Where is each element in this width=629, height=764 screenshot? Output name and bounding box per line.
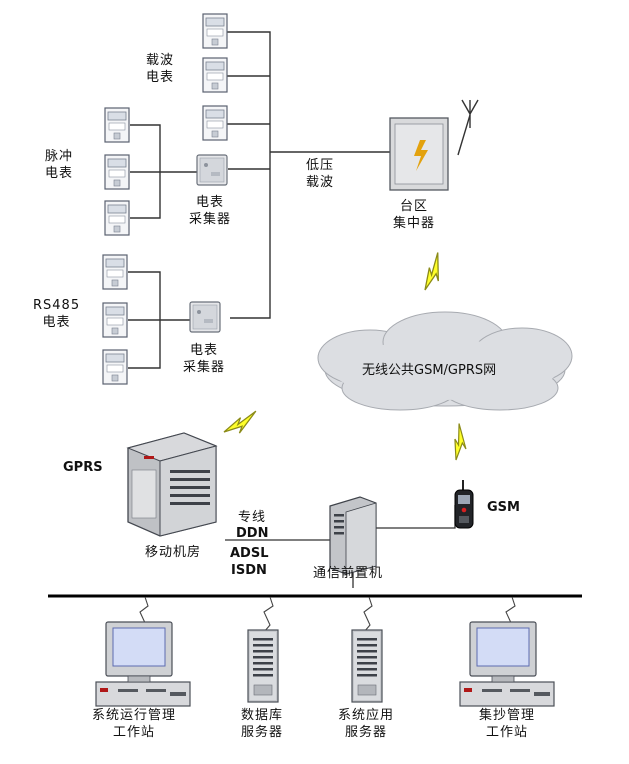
gsm-gprs-cloud-icon [317,311,573,411]
meter-reading-station-label: 集抄管理 工作站 [479,708,536,740]
adsl-label: ADSL [230,546,269,561]
concentrator-cabinet-icon [389,117,449,191]
db-server-icon [247,629,279,703]
antenna-icon [461,99,479,128]
mobile-room-label: 移动机房 [145,545,202,560]
meter-reading-workstation-icon [459,621,555,707]
gsm-gprs-network-label: 无线公共GSM/GPRS网 [362,363,497,378]
comm-front-end-label: 通信前置机 [313,566,384,581]
rs485-meter-1-icon [102,254,128,290]
pulse-meter-label: 脉冲 电表 [45,149,74,181]
gsm-phone-icon [454,480,474,529]
app-server-label: 系统应用 服务器 [338,708,395,740]
collector-2-icon [189,301,221,333]
rs485-meter-label: RS485 电表 [33,298,81,330]
db-server-label: 数据库 服务器 [241,708,284,740]
low-voltage-carrier-label: 低压 载波 [306,158,335,190]
collector-2-label: 电表 采集器 [183,343,226,375]
lightning-bolt-icon-2 [220,410,260,437]
rs485-meter-3-icon [102,349,128,385]
sys-ops-workstation-icon [95,621,191,707]
pulse-meter-1-icon [104,107,130,143]
pulse-meter-2-icon [104,154,130,190]
rs485-meter-2-icon [102,302,128,338]
gsm-label: GSM [487,500,520,515]
isdn-label: ISDN [231,563,267,578]
carrier-meter-2-icon [202,57,228,93]
sys-ops-station-label: 系统运行管理 工作站 [92,708,177,740]
pulse-meter-3-icon [104,200,130,236]
collector-1-label: 电表 采集器 [189,195,232,227]
lightning-bolt-icon-1 [412,251,453,294]
lan-drops [139,596,516,633]
carrier-meter-1-icon [202,13,228,49]
ddn-label: DDN [236,526,269,541]
gprs-label: GPRS [63,460,103,475]
collector-1-icon [196,154,228,186]
area-concentrator-label: 台区 集中器 [393,199,436,231]
carrier-meter-label: 载波 电表 [146,53,175,85]
comm-front-end-server-icon [329,496,377,575]
wiring-bus [128,31,471,369]
mobile-server-room-icon [126,432,218,537]
dedicated-line-label: 专线 [238,510,267,525]
lightning-bolt-icon-3 [442,422,476,463]
app-server-icon [351,629,383,703]
carrier-meter-3-icon [202,105,228,141]
